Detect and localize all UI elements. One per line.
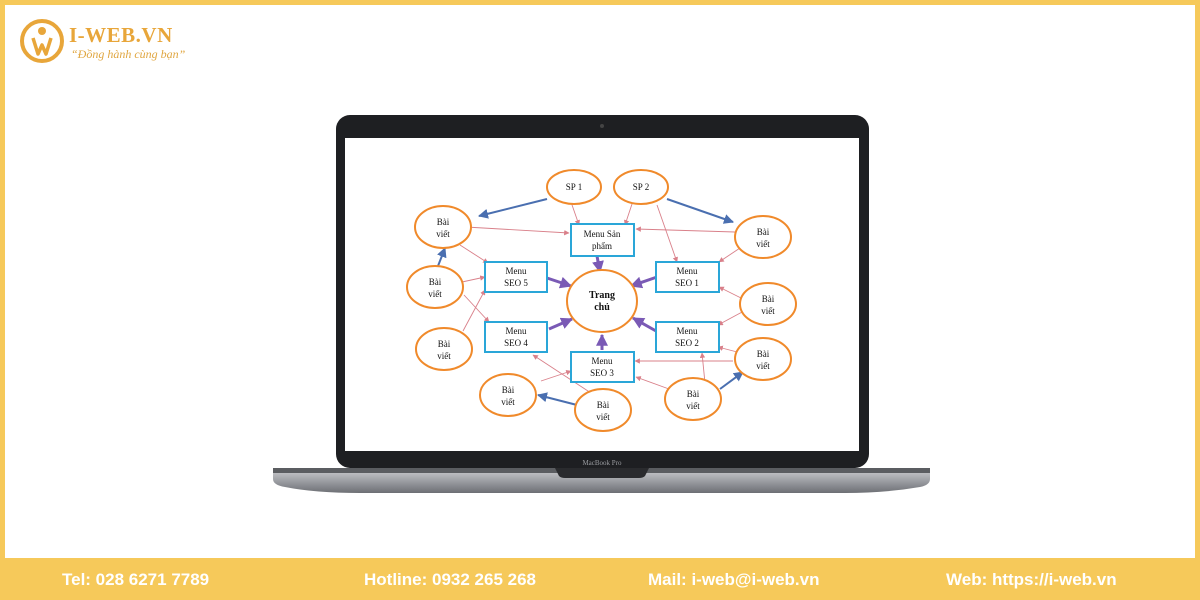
article-label: Bài [437,217,450,227]
menu-box-seo1: Menu SEO 1 [655,261,720,293]
svg-text:chủ: chủ [594,302,610,313]
svg-text:SEO 3: SEO 3 [590,368,614,378]
contact-hotline: Hotline: 0932 265 268 [364,570,536,589]
content-area: I-WEB.VN “Đồng hành cùng bạn” [5,5,1195,558]
article-label: viết [686,401,700,411]
article-label: Bài [757,349,770,359]
article-label: viết [756,239,770,249]
article-node: Bài viết [414,205,472,249]
article-label: Bài [429,277,442,287]
menu-box-san-pham: Menu Sản phẩm [570,223,635,257]
laptop-base [273,468,930,493]
article-label: Bài [502,385,515,395]
article-label: viết [428,289,442,299]
menu-box-seo4: Menu SEO 4 [484,321,548,353]
svg-text:SEO 1: SEO 1 [675,278,699,288]
menu-box-seo3: Menu SEO 3 [570,351,635,383]
contact-web: Web: https://i-web.vn [946,570,1117,589]
article-label: Bài [687,389,700,399]
menu-box-seo5: Menu SEO 5 [484,261,548,293]
menu-box-seo2: Menu SEO 2 [655,321,720,353]
article-label: Bài [762,294,775,304]
camera-icon [600,124,604,128]
contact-tel: Tel: 028 6271 7789 [62,570,210,589]
article-node: Bài viết [406,265,464,309]
article-node: Bài viết [664,377,722,421]
article-label: Bài [597,400,610,410]
svg-text:SEO 4: SEO 4 [504,338,528,348]
article-node: Bài viết [734,337,792,381]
article-label: Bài [438,339,451,349]
svg-text:Menu: Menu [506,326,527,336]
article-node: Bài viết [739,282,797,326]
contact-bar: Tel: 028 6271 7789 Hotline: 0932 265 268… [0,560,1200,600]
brand-name: I-WEB.VN [69,23,173,47]
article-label: viết [761,306,775,316]
article-node: Bài viết [415,327,473,371]
article-label: viết [596,412,610,422]
article-node: Bài viết [734,215,792,259]
laptop-illustration: MacBook Pro [273,115,930,493]
article-label: viết [437,351,451,361]
svg-text:Menu: Menu [506,266,527,276]
product-label: SP 1 [566,182,582,192]
product-arrows [437,198,744,406]
article-node: Bài viết [574,388,632,432]
contact-mail: Mail: i-web@i-web.vn [648,570,820,589]
article-label: viết [436,229,450,239]
product-label: SP 2 [633,182,649,192]
article-node: Bài viết [479,373,537,417]
svg-text:Menu: Menu [677,266,698,276]
model-label: MacBook Pro [582,459,622,467]
svg-text:Menu: Menu [677,326,698,336]
svg-text:SEO 5: SEO 5 [504,278,528,288]
svg-text:Menu: Menu [592,356,613,366]
home-node: Trang chủ [566,269,638,333]
iweb-logo-icon [20,19,64,63]
svg-text:Trang: Trang [589,290,615,301]
svg-text:SEO 2: SEO 2 [675,338,699,348]
svg-text:Menu Sản: Menu Sản [584,229,621,239]
svg-text:phẩm: phẩm [592,241,612,251]
product-node-sp1: SP 1 [546,169,602,205]
product-node-sp2: SP 2 [613,169,669,205]
article-label: Bài [757,227,770,237]
article-label: viết [756,361,770,371]
article-label: viết [501,397,515,407]
laptop-notch [555,468,649,478]
brand-slogan: “Đồng hành cùng bạn” [71,47,186,61]
link-arrows [459,200,745,394]
